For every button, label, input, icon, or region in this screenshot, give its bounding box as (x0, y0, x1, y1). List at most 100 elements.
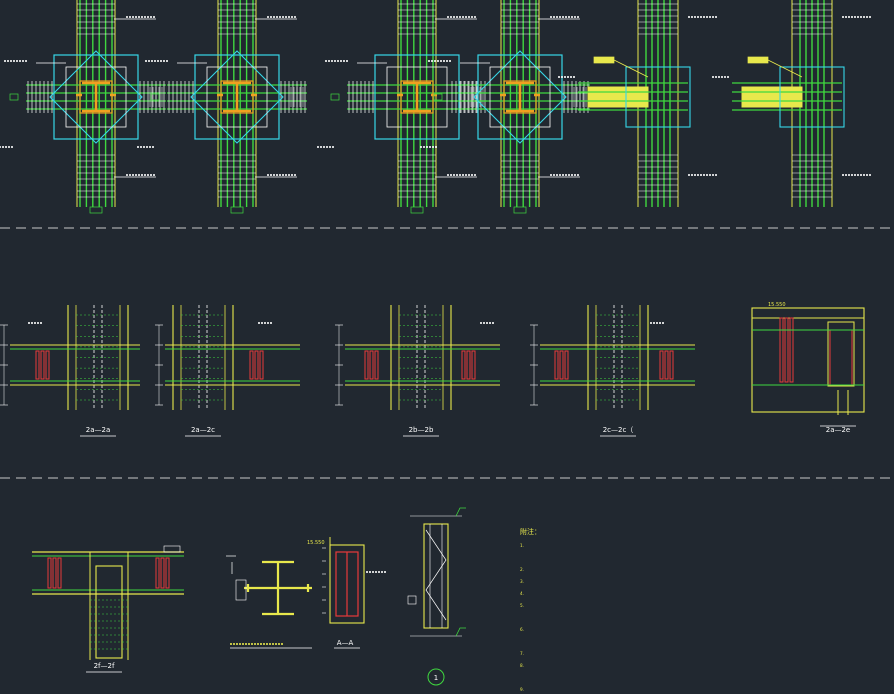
shear-stud (165, 557, 170, 589)
steel-cross-section (76, 81, 116, 113)
callout-leader (767, 59, 803, 78)
section-a-a (322, 537, 386, 649)
beam-column-detail (712, 0, 871, 207)
axis-tag (330, 93, 340, 101)
column-lacing (425, 529, 447, 621)
axis-tag (9, 93, 19, 101)
shear-stud (471, 350, 476, 380)
joint-stirrup-box (779, 66, 845, 128)
section-2f-2f-label: 2f—2f (94, 662, 115, 670)
section-frame (751, 307, 865, 413)
section-2b-2b-label: 2b—2b (409, 426, 434, 434)
note-line: 4. (520, 591, 524, 596)
shear-stud (659, 350, 664, 380)
level-marker (455, 507, 466, 517)
row3-details (32, 507, 466, 686)
steel-beam-flange (741, 86, 803, 108)
shear-stud (779, 317, 784, 383)
steel-cross-section (500, 81, 540, 113)
section-2a-2a-label: 2a—2a (86, 426, 111, 434)
steel-h-section (244, 560, 312, 616)
shear-stud (155, 557, 160, 589)
red-plate (829, 329, 853, 386)
note-line: 8. (520, 663, 524, 668)
joint-plan-detail (317, 0, 487, 214)
shear-stud (254, 350, 259, 380)
joint-stirrup-box (53, 54, 139, 140)
axis-tag (433, 93, 443, 101)
axis-tag (513, 206, 527, 214)
joint-plan-detail (137, 0, 307, 214)
joint-section (155, 305, 300, 437)
shear-stud (669, 350, 674, 380)
steel-beam-flange (587, 86, 649, 108)
callout-tag (747, 56, 769, 64)
joint-section (0, 305, 140, 437)
shear-stud (559, 350, 564, 380)
level-marker (455, 627, 466, 637)
steel-plate (827, 321, 855, 387)
shear-stud (52, 557, 57, 589)
joint-section-2f (32, 545, 184, 673)
callout-tag (593, 56, 615, 64)
note-line: 6. (520, 627, 524, 632)
shear-stud (369, 350, 374, 380)
row2-labels: 2a—2a 2a—2c 2b—2b 2c—2c（ 2a—2e 15.550 (86, 302, 851, 434)
steel-box (400, 80, 434, 114)
shear-stud (40, 350, 45, 380)
shear-stud (47, 557, 52, 589)
column-elevation (407, 507, 466, 686)
section-mark (407, 595, 417, 605)
joint-plan-detail (0, 0, 166, 214)
row3-labels: 2f—2f A—A 15.550 1 (94, 540, 439, 682)
diamond-stirrup (49, 50, 143, 144)
callout-leader (613, 59, 649, 78)
steel-cross-section (397, 81, 437, 113)
shear-stud (461, 350, 466, 380)
steel-box (220, 80, 254, 114)
section-2a-2e-label: 2a—2e (826, 426, 851, 434)
shear-stud (160, 557, 165, 589)
axis-tag (230, 206, 244, 214)
column-frame (423, 523, 449, 629)
shear-stud (249, 350, 254, 380)
notes-heading: 附注： (520, 527, 541, 536)
joint-inner-box (65, 66, 127, 128)
note-line: 1. (520, 543, 524, 548)
steel-box (79, 80, 113, 114)
joint-section (530, 305, 695, 437)
shear-stud (466, 350, 471, 380)
column-outline (329, 544, 365, 624)
shear-stud (35, 350, 40, 380)
steel-h-cross (226, 555, 312, 649)
joint-plan-detail (420, 0, 590, 214)
joint-stirrup-box (374, 54, 460, 140)
note-line: 3. (520, 579, 524, 584)
shear-stud (564, 350, 569, 380)
shear-stud (364, 350, 369, 380)
beam-column-detail (558, 0, 717, 207)
joint-inner-box (206, 66, 268, 128)
axis-tag (89, 206, 103, 214)
note-line: 2. (520, 567, 524, 572)
section-2a-2c-label: 2a—2c (191, 426, 215, 434)
section-a-a-elev: 15.550 (307, 540, 325, 546)
column-steel (95, 565, 123, 659)
general-notes: 附注： 1. 2. 3. 4. 5. 6. 7. 8. 9. (520, 527, 541, 692)
shear-stud (259, 350, 264, 380)
joint-stirrup-box (477, 54, 563, 140)
joint-section-2a-2e (751, 307, 865, 427)
row2-joint-sections (0, 305, 865, 437)
joint-stirrup-box (194, 54, 280, 140)
note-line: 7. (520, 651, 524, 656)
joint-stirrup-box (625, 66, 691, 128)
diamond-stirrup (190, 50, 284, 144)
joint-inner-box (489, 66, 551, 128)
note-line: 9. (520, 687, 524, 692)
axis-tag (150, 93, 160, 101)
joint-inner-box (386, 66, 448, 128)
joint-section (335, 305, 500, 437)
elevation-tag (163, 545, 181, 553)
